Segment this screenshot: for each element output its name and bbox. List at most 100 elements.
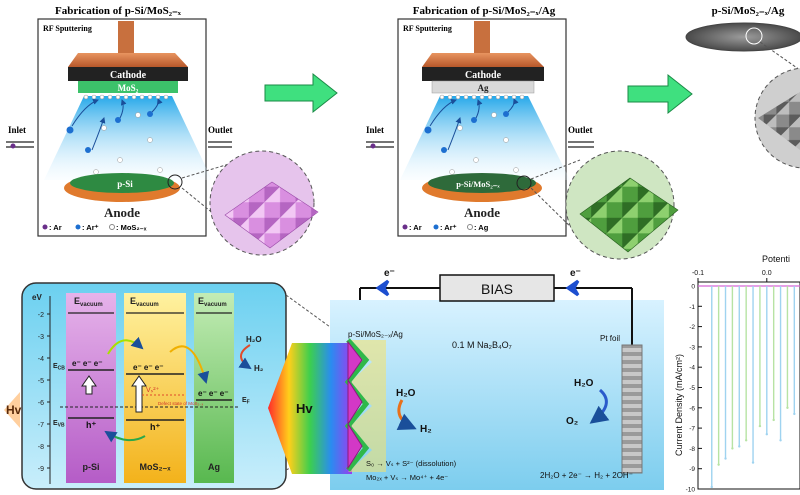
psi-pyramids	[347, 340, 363, 470]
chart-y-tick-label: -7	[689, 426, 695, 433]
panel-fabrication-psi-mos2-ag: Fabrication of p-Si/MoS₂₋ₓ/Ag RF Sputter…	[366, 5, 679, 260]
chart-data-point	[724, 457, 727, 460]
legend-2: : Ar : Ar⁺ : Ag	[402, 223, 489, 232]
chart-y-tick-label: -8	[689, 446, 695, 453]
ecb-label: ECB	[53, 363, 65, 372]
inlet-arrow-1	[6, 141, 34, 149]
chart-x-tick-label: 0.0	[762, 270, 772, 277]
chart-data-point	[772, 418, 775, 422]
cell-h2-left: H₂	[420, 424, 432, 435]
chart-data-point	[751, 461, 755, 464]
working-electrode-label: p-Si/MoS₂₋ₓ/Ag	[348, 330, 403, 339]
psi-excitation-arrow	[81, 375, 97, 395]
chart-y-ticks: 0-1-2-3-4-5-6-7-8-9-10	[686, 284, 702, 494]
cell-hv-label: Hv	[296, 401, 313, 416]
zoom-line-3	[759, 41, 800, 71]
chart-data-point	[758, 424, 762, 428]
pt-foil-electrode	[621, 344, 643, 474]
cathode-label-1: Cathode	[110, 70, 147, 81]
chart-series	[710, 286, 796, 489]
evac-label-mos2: Evacuum	[130, 296, 159, 308]
band-link-line-top	[285, 294, 349, 341]
chart-data-point	[731, 447, 734, 450]
chart-data-point	[779, 439, 782, 442]
chart-data-point	[744, 439, 748, 442]
evb-label: EVB	[53, 420, 65, 429]
cell-oer-arrow	[589, 388, 610, 424]
band-tick-label: -3	[38, 334, 44, 341]
electron-transfer-arrow-2	[169, 345, 210, 384]
chart-x-title: Potenti	[762, 254, 790, 264]
band-tick-label: -4	[38, 356, 44, 363]
ion-trajectories-1	[71, 98, 163, 151]
band-light-wedge	[4, 392, 20, 428]
band-energy-ticks: -2-3-4-5-6-7-8-9	[38, 312, 50, 473]
legend-mos2-1: : MoS₂₋ₓ	[116, 223, 147, 232]
plasma-plume-1	[44, 96, 212, 180]
plasma-plume-2	[400, 96, 570, 180]
mos2-layer	[344, 338, 370, 472]
band-h2-label: H₂	[254, 364, 264, 373]
chart-y-tick-label: -4	[689, 365, 695, 372]
pec-cell: BIAS e⁻ e⁻ p-Si/MoS₂₋ₓ/Ag 0.1 M Na₂B₄O₇ …	[268, 268, 664, 490]
substrate-psi-1	[70, 173, 174, 193]
legend-ar-1: : Ar	[49, 223, 62, 232]
cathode-stem-1	[118, 21, 134, 53]
electron-label-right: e⁻	[570, 268, 581, 279]
chart-data-point	[738, 445, 741, 448]
sputtered-particles-1	[83, 94, 169, 175]
legend-arplus-1: : Ar⁺	[82, 223, 99, 232]
incident-light-prism	[268, 343, 352, 474]
substrate-psi-mos2-2	[428, 173, 536, 193]
zoom-line-2a	[530, 159, 581, 180]
evac-label-ag: Evacuum	[198, 296, 227, 308]
substrate-label-2: p-Si/MoS₂₋ₓ	[456, 179, 500, 189]
hole-transfer-arrow	[104, 430, 146, 443]
cathode-label-2: Cathode	[465, 70, 502, 81]
legend-ar-2: : Ar	[409, 223, 422, 232]
rf-sputtering-label-2: RF Sputtering	[403, 24, 452, 33]
chart-y-tick-label: 0	[691, 284, 695, 291]
band-edges	[68, 369, 232, 421]
chart-y-tick-label: -2	[689, 324, 695, 331]
electron-label-left: e⁻	[384, 268, 395, 279]
zoom-circle-1	[167, 174, 183, 190]
inlet-label-1: Inlet	[8, 125, 26, 135]
band-tick-label: -9	[38, 466, 44, 473]
legend-ag-2: : Ag	[474, 223, 489, 232]
zoom-circle-2	[516, 175, 532, 191]
substrate-label-1: p-Si	[117, 179, 133, 189]
anode-label-2: Anode	[464, 205, 500, 220]
band-mos2-region	[124, 293, 186, 483]
electron-flow-chevron-left	[375, 279, 390, 297]
zoom-line-1b	[181, 187, 237, 233]
target-label-2: Ag	[478, 83, 489, 93]
band-tick-label: -6	[38, 400, 44, 407]
band-ev-label: eV	[32, 293, 42, 302]
psi-electrons: e⁻ e⁻ e⁻	[72, 359, 102, 368]
bias-label: BIAS	[481, 281, 513, 297]
vs-label: Vₛ²⁺	[146, 387, 160, 394]
cell-o2-right: O₂	[566, 416, 578, 427]
cathode-roof-2	[422, 53, 544, 67]
mos2-holes: h⁺	[150, 422, 160, 432]
panel-fabrication-psi-mos2: Fabrication of p-Si/MoS₂₋ₓ RF Sputtering…	[6, 5, 319, 256]
evac-label-psi: Evacuum	[74, 296, 103, 308]
cathode-body-2	[422, 67, 544, 81]
chart-y-tick-label: -9	[689, 466, 695, 473]
target-ag-2	[431, 80, 535, 94]
legend-arplus-2: : Ar⁺	[440, 223, 457, 232]
chart-y-title: Current Density (mA/cm²)	[674, 354, 684, 456]
band-tick-label: -5	[38, 378, 44, 385]
outlet-label-1: Outlet	[208, 125, 233, 135]
chart-data-point	[710, 485, 713, 489]
target-label-1: MoS₂	[118, 83, 139, 93]
target-mos2-1	[78, 81, 178, 93]
electrolyte-label: 0.1 M Na₂B₄O₇	[452, 340, 512, 350]
process-arrow-1	[264, 72, 338, 114]
panel3-title: p-Si/MoS₂₋ₓ/Ag	[712, 5, 785, 17]
